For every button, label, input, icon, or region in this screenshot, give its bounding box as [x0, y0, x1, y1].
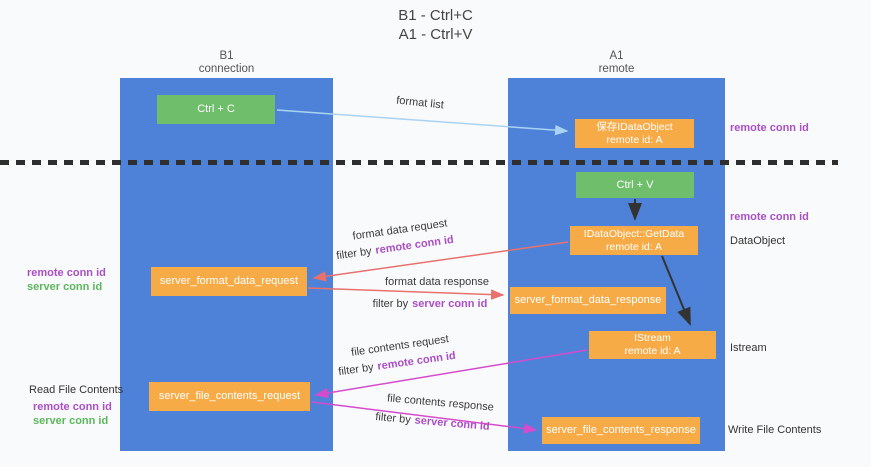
column-right-header: A1 remote	[508, 50, 725, 76]
filter-by-text: filter by	[335, 245, 373, 263]
annotation-write-file-contents: Write File Contents	[728, 424, 822, 436]
annotation-istream: Istream	[730, 342, 767, 354]
column-left-role: connection	[198, 63, 255, 75]
annotation-remote-conn-id-mid: remote conn id	[730, 211, 809, 223]
filter-by-text: filter by	[374, 411, 412, 427]
column-right-name: A1	[609, 50, 624, 62]
node-server-file-contents-response: server_file_contents_response	[542, 417, 700, 444]
annotation-left-remote-conn-id-bottom: remote conn id	[33, 401, 112, 413]
label-format-data-response: format data response	[385, 276, 489, 288]
annotation-left-server-conn-id-mid: server conn id	[27, 281, 103, 293]
server-conn-id-text: server conn id	[414, 414, 491, 433]
node-ctrl-v: Ctrl + V	[576, 172, 694, 198]
column-left-name: B1	[219, 50, 234, 62]
node-istream-line2: remote id: A	[624, 345, 681, 357]
filter-by-text: filter by	[372, 298, 409, 310]
node-istream-line1: IStream	[634, 332, 671, 344]
node-ctrl-c-label: Ctrl + C	[197, 103, 235, 115]
arrow-format-data-response	[307, 287, 505, 300]
node-idataobject-getdata-line1: IDataObject::GetData	[583, 227, 685, 240]
annotation-left-server-conn-id-bottom: server conn id	[33, 415, 109, 427]
separator-dashed-line	[0, 160, 838, 165]
node-server-format-data-response: server_format_data_response	[510, 287, 666, 314]
node-server-file-contents-response-label: server_file_contents_response	[546, 424, 696, 436]
annotation-remote-conn-id-top: remote conn id	[730, 122, 809, 134]
title-line-2: A1 - Ctrl+V	[398, 26, 473, 43]
title-line-1: B1 - Ctrl+C	[398, 7, 473, 24]
node-save-idataobject: 保存IDataObject remote id: A	[575, 119, 694, 148]
filter-by-text: filter by	[337, 361, 375, 379]
node-server-format-data-response-label: server_format_data_response	[514, 294, 662, 306]
node-istream: IStream remote id: A	[589, 331, 716, 359]
node-save-idataobject-line2: remote id: A	[606, 133, 663, 146]
column-left-header: B1 connection	[120, 50, 333, 76]
annotation-dataobject: DataObject	[730, 235, 786, 247]
annotation-left-remote-conn-id-mid: remote conn id	[27, 267, 106, 279]
label-format-list: format list	[395, 94, 445, 112]
diagram-title: B1 - Ctrl+C A1 - Ctrl+V	[0, 6, 871, 44]
annotation-read-file-contents: Read File Contents	[29, 384, 124, 396]
node-ctrl-c: Ctrl + C	[157, 95, 275, 124]
column-right-role: remote	[598, 63, 635, 75]
node-server-file-contents-request-label: server_file_contents_request	[158, 390, 301, 402]
node-server-format-data-request: server_format_data_request	[151, 267, 307, 296]
server-conn-id-text: server conn id	[412, 298, 488, 310]
node-idataobject-getdata-line2: remote id: A	[605, 240, 663, 253]
node-server-file-contents-request: server_file_contents_request	[149, 382, 310, 411]
node-ctrl-v-label: Ctrl + V	[616, 178, 654, 191]
node-idataobject-getdata: IDataObject::GetData remote id: A	[570, 226, 698, 255]
node-server-format-data-request-label: server_format_data_request	[159, 275, 299, 287]
node-save-idataobject-line1: 保存IDataObject	[596, 120, 673, 133]
